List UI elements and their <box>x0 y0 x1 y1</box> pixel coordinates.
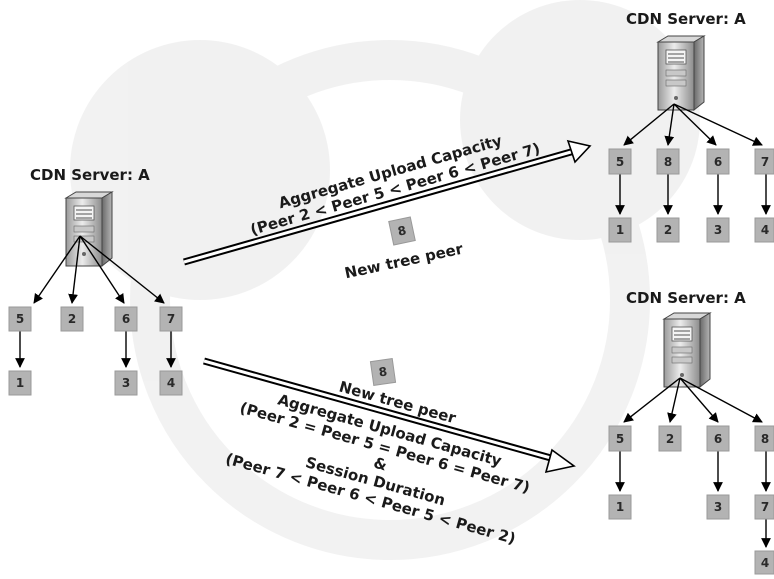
bottom-server-title: CDN Server: A <box>626 289 746 307</box>
svg-text:8: 8 <box>761 432 769 446</box>
top-peer-2: 2 <box>656 217 680 243</box>
left-peer-1: 1 <box>8 370 32 396</box>
bottom-peer-5: 5 <box>608 425 632 452</box>
svg-text:2: 2 <box>664 223 672 237</box>
bottom-right-tree: CDN Server: A 5 2 6 8 1 3 7 4 <box>608 289 774 575</box>
svg-text:7: 7 <box>761 155 769 169</box>
svg-text:7: 7 <box>167 312 175 326</box>
left-peer-3: 3 <box>114 370 138 396</box>
left-tree: CDN Server: A 5 2 6 7 1 3 4 <box>8 166 183 396</box>
top-right-tree: CDN Server: A 5 8 6 7 1 2 3 4 <box>608 10 774 243</box>
bottom-server-icon <box>663 312 711 388</box>
svg-text:5: 5 <box>616 155 624 169</box>
svg-text:6: 6 <box>122 312 130 326</box>
svg-text:4: 4 <box>761 223 769 237</box>
svg-text:2: 2 <box>68 312 76 326</box>
bottom-transition-arrow <box>203 357 576 474</box>
bottom-new-peer-8: 8 <box>369 358 397 386</box>
svg-text:2: 2 <box>666 432 674 446</box>
top-server-title: CDN Server: A <box>626 10 746 28</box>
left-peer-5: 5 <box>8 306 32 332</box>
svg-text:5: 5 <box>16 312 24 326</box>
svg-text:6: 6 <box>714 432 722 446</box>
svg-text:1: 1 <box>16 376 24 390</box>
left-peer-4: 4 <box>159 370 183 396</box>
svg-text:1: 1 <box>616 223 624 237</box>
svg-text:6: 6 <box>714 155 722 169</box>
bottom-peer-3: 3 <box>706 494 730 520</box>
svg-text:8: 8 <box>396 223 407 238</box>
top-new-peer-label: New tree peer <box>343 240 465 283</box>
bottom-peer-7: 7 <box>754 494 774 520</box>
svg-text:1: 1 <box>616 500 624 514</box>
left-peer-7: 7 <box>159 306 183 332</box>
bottom-peer-4: 4 <box>754 550 774 575</box>
svg-text:4: 4 <box>761 556 769 570</box>
svg-text:3: 3 <box>714 500 722 514</box>
bottom-peer-2: 2 <box>658 425 682 452</box>
left-server-title: CDN Server: A <box>30 166 150 184</box>
top-peer-1: 1 <box>608 217 632 243</box>
left-server-icon <box>65 191 113 267</box>
svg-text:4: 4 <box>167 376 175 390</box>
svg-text:3: 3 <box>714 223 722 237</box>
left-peer-6: 6 <box>114 306 138 332</box>
top-server-icon <box>657 35 705 111</box>
svg-text:7: 7 <box>761 500 769 514</box>
bottom-peer-6: 6 <box>706 425 730 452</box>
top-peer-6: 6 <box>706 148 730 175</box>
bottom-peer-8: 8 <box>754 425 774 452</box>
top-peer-3: 3 <box>706 217 730 243</box>
svg-text:8: 8 <box>664 155 672 169</box>
top-transition-arrow <box>183 139 592 266</box>
svg-text:8: 8 <box>378 364 388 379</box>
left-peer-2: 2 <box>60 306 84 332</box>
top-peer-4: 4 <box>754 217 774 243</box>
svg-text:3: 3 <box>122 376 130 390</box>
background-watermark <box>70 0 700 560</box>
bottom-peer-1: 1 <box>608 494 632 520</box>
top-peer-7: 7 <box>754 148 774 175</box>
top-new-peer-8: 8 <box>388 216 416 246</box>
bottom-and-label: & <box>372 454 389 475</box>
top-peer-5: 5 <box>608 148 632 175</box>
top-peer-8: 8 <box>656 148 680 175</box>
svg-text:5: 5 <box>616 432 624 446</box>
